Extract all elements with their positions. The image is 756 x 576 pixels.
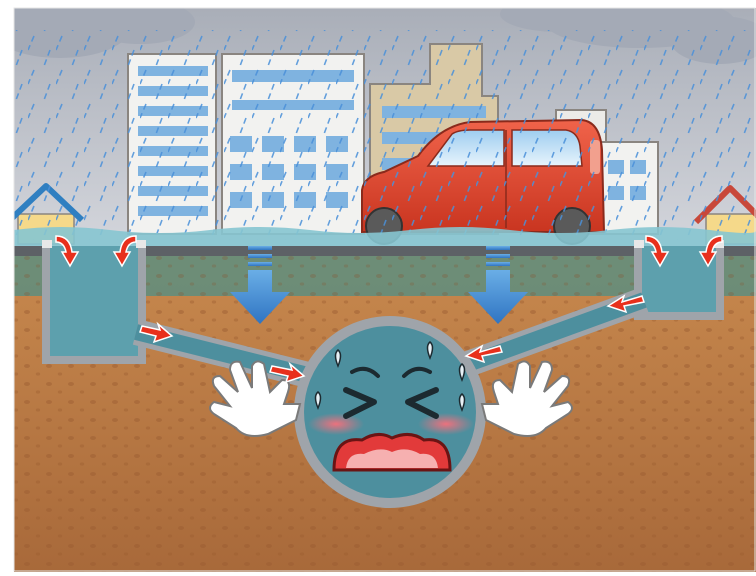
left-catch-basin: [42, 240, 146, 360]
crying-face-icon: [294, 316, 486, 508]
rain: [14, 30, 756, 240]
